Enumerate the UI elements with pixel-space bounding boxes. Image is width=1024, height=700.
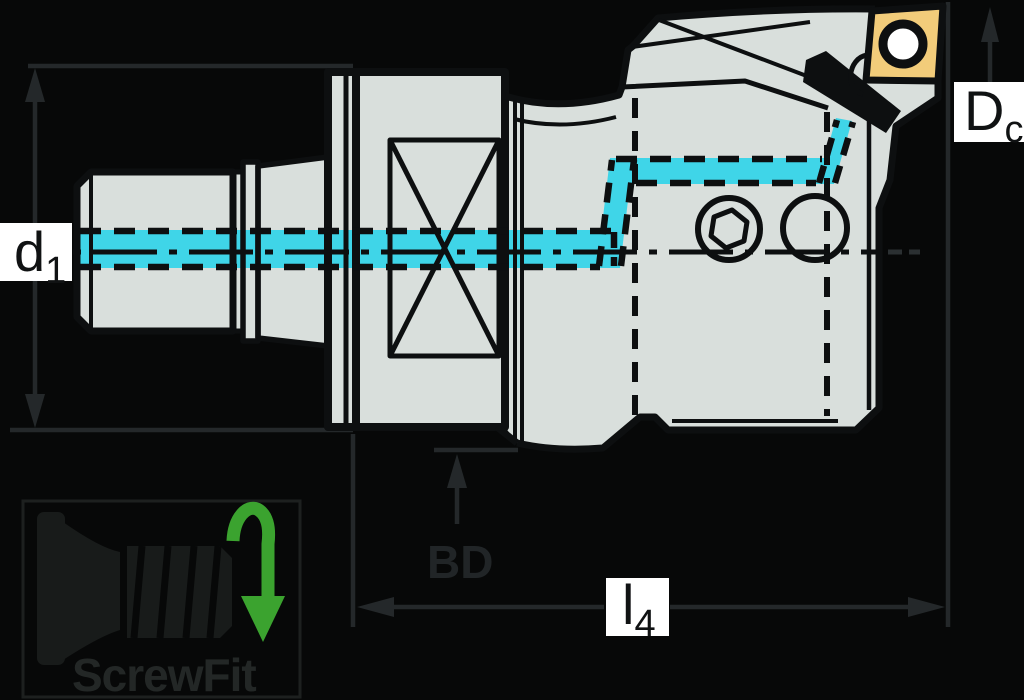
cone-outline	[255, 154, 329, 349]
dc-arrow-up	[981, 7, 999, 42]
coolant-dashed-borders	[80, 119, 857, 271]
dc-label: Dc	[964, 79, 1023, 151]
l4-label-box	[606, 578, 669, 636]
d1-label: d1	[14, 220, 66, 292]
clamp-screw-curve	[848, 52, 868, 97]
d1-arrow-up	[25, 68, 45, 102]
l4-arrow-left	[357, 597, 394, 617]
dimension-dc	[945, 2, 999, 627]
l4-arrow-right	[908, 597, 945, 617]
insert-seat	[803, 51, 901, 133]
d1-arrow-down	[25, 394, 45, 428]
coolant-riser	[597, 158, 633, 268]
arrow-head	[241, 596, 285, 642]
head-fold-line-2	[658, 18, 813, 80]
body-linework	[73, 5, 942, 453]
bd-arrow-up	[447, 454, 467, 488]
dimension-lines	[10, 2, 999, 627]
cutting-insert	[862, 2, 947, 85]
head-fold-line-1	[631, 20, 811, 49]
logo-cone-icon	[63, 522, 120, 660]
neck-edge-lines	[513, 100, 524, 441]
l4-label: l4	[622, 573, 656, 645]
logo-frame	[21, 499, 302, 699]
logo-flange-icon	[37, 512, 65, 665]
hex-socket-icon	[708, 207, 750, 251]
coolant-upper-bore	[610, 158, 833, 184]
logo-thread-stripes	[130, 545, 222, 639]
neck-surface-line	[513, 115, 617, 127]
bd-label: BD	[427, 536, 493, 588]
arrow-shaft	[226, 501, 276, 598]
dimension-labels: d1 Dc l4 BD	[0, 79, 1024, 645]
head-top-edge	[621, 78, 829, 111]
insert-screw-hole	[878, 19, 928, 69]
dc-label-box	[954, 82, 1024, 142]
neck-head-outline	[503, 5, 942, 453]
hex-screw-head	[695, 195, 763, 263]
logo-text: ScrewFit	[72, 649, 256, 700]
round-screw-head	[780, 193, 850, 263]
logo-thread-icon	[127, 546, 232, 638]
screwfit-logo: ScrewFit	[21, 499, 302, 700]
rotate-down-arrow-icon	[226, 501, 285, 642]
crossed-box-symbol	[387, 137, 502, 359]
dimension-l4	[350, 434, 945, 627]
dimension-bd	[434, 447, 518, 524]
d1-label-box	[0, 223, 72, 281]
bottom-chamfer	[494, 424, 520, 446]
